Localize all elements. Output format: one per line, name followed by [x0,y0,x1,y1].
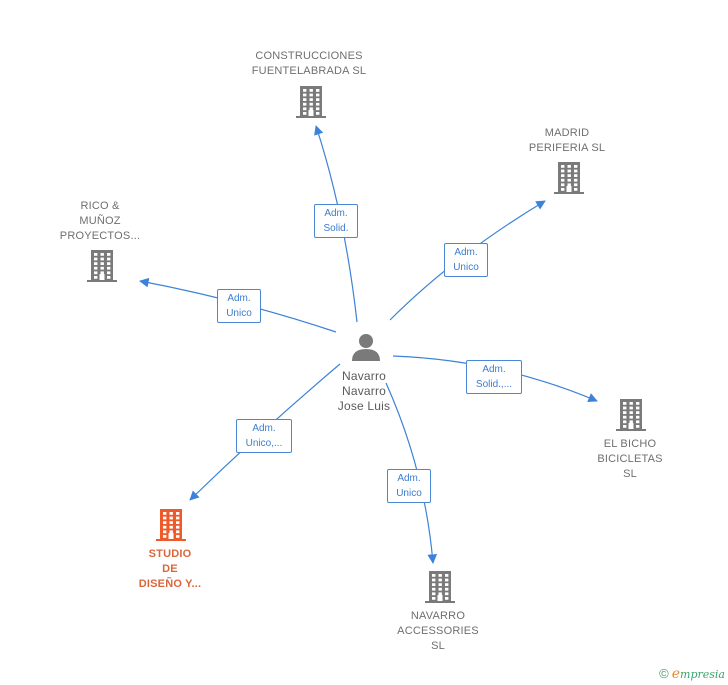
relation-label-rico[interactable]: Adm. Unico [217,289,261,323]
building-icon [554,162,584,194]
building-icon [296,86,326,118]
building-icon [87,250,117,282]
company-name-rico: RICO & MUÑOZ PROYECTOS... [59,200,141,242]
company-name-construcciones: CONSTRUCCIONES FUENTELABRADA SL [251,50,367,77]
relation-label-madrid[interactable]: Adm. Unico [444,243,488,277]
relation-label-studio[interactable]: Adm. Unico,... [236,419,292,453]
company-name-navarro-acc: NAVARRO ACCESSORIES SL [397,610,479,652]
company-name-bicho: EL BICHO BICICLETAS SL [597,438,663,480]
person-icon [352,334,380,361]
relation-label-bicho[interactable]: Adm. Solid.,... [466,360,522,394]
copyright-symbol: © [659,666,669,681]
brand-watermark: ©empresia [659,666,725,682]
person-name: Navarro Navarro Jose Luis [337,369,391,413]
building-icon [616,399,646,431]
brand-logo-e: e [671,666,681,682]
company-name-madrid: MADRID PERIFERIA SL [528,127,606,154]
relation-label-construcciones[interactable]: Adm. Solid. [314,204,358,238]
building-icon [156,509,186,541]
brand-logo-text: mpresia [680,668,725,681]
company-name-studio: STUDIO DE DISEÑO Y... [138,548,202,590]
relation-label-navarro-acc[interactable]: Adm. Unico [387,469,431,503]
building-icon [425,571,455,603]
